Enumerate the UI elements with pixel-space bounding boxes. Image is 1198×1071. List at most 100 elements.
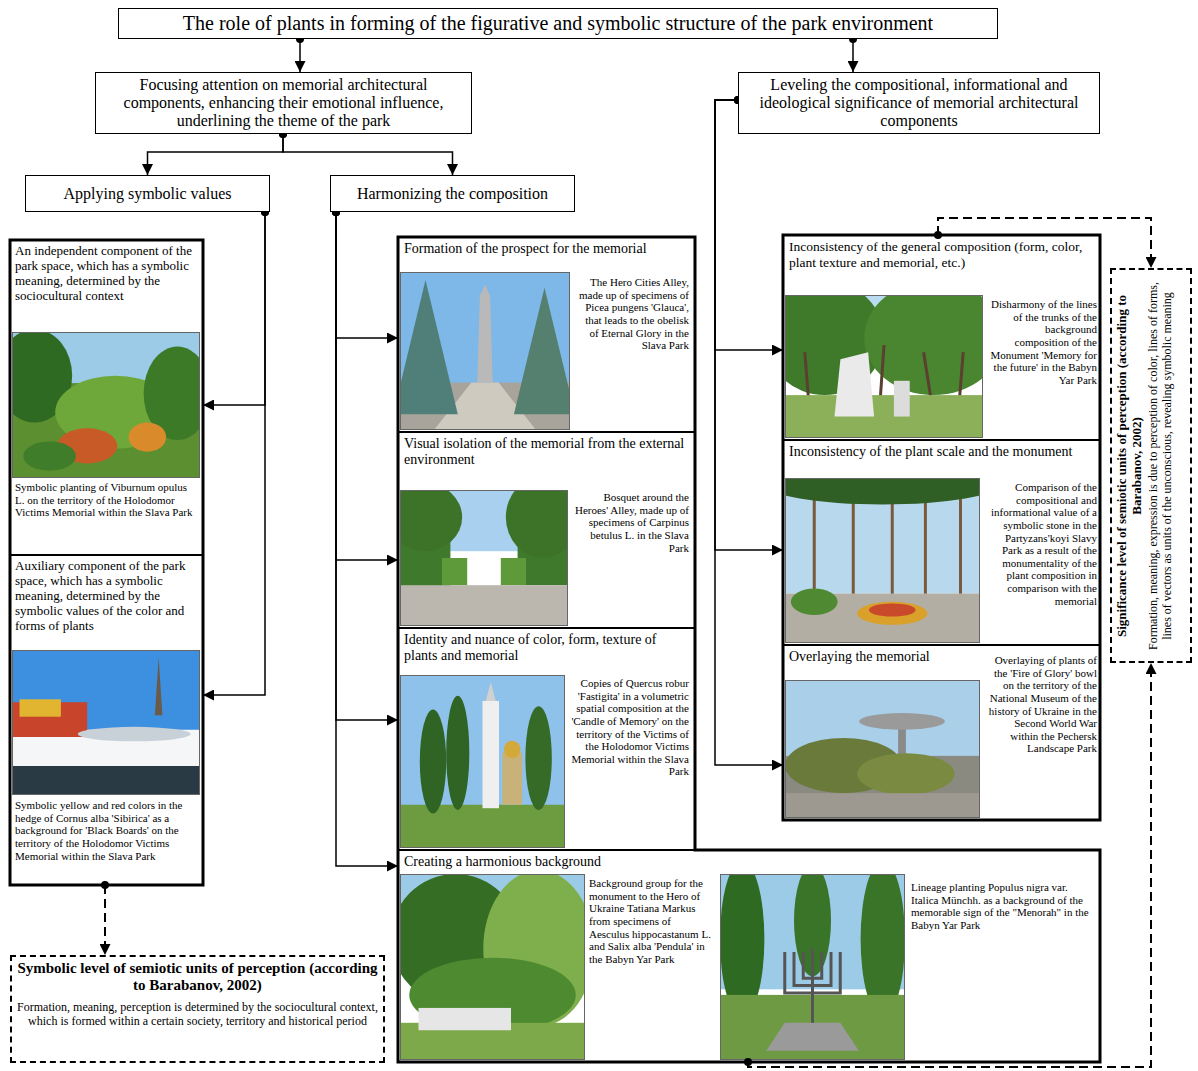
section-panel: Inconsistency of the general composition… [783, 235, 1100, 440]
box-label: Focusing attention on memorial architect… [100, 76, 467, 131]
dashed-note-box: Significance level of semiotic units of … [1110, 268, 1192, 663]
note-body: Formation, meaning, expression is due to… [1146, 274, 1174, 657]
photo-caption: Overlaying of plants of the 'Fire of Glo… [984, 654, 1097, 755]
method-box: Applying symbolic values [25, 175, 270, 212]
note-heading: Symbolic level of semiotic units of perc… [17, 960, 378, 995]
box-label: Leveling the compositional, informationa… [743, 76, 1095, 131]
connector [852, 39, 854, 72]
section-panel: Overlaying the memorial Overlaying of pla… [783, 645, 1100, 820]
section-panel: Auxiliary component of the park space, w… [10, 555, 203, 885]
photo-caption: Bosquet around the Heroes' Alley, made u… [573, 491, 689, 554]
photo-frame [786, 296, 983, 438]
photo-shape [400, 585, 568, 626]
connector [299, 39, 301, 72]
photo-shape [420, 710, 446, 814]
photo-caption: Lineage planting Populus nigra var. Ital… [911, 881, 1095, 932]
photo-shape [501, 558, 526, 585]
section-heading: Overlaying the memorial [789, 649, 979, 665]
photo [400, 874, 585, 1060]
photo-shape [446, 696, 469, 810]
photo [785, 478, 980, 643]
photo-caption: Comparison of the compositional and info… [984, 481, 1097, 607]
photo-shape [880, 345, 884, 402]
photo-shape [857, 602, 927, 625]
photo-shape [924, 352, 932, 402]
photo-shape [506, 490, 568, 558]
connector [336, 212, 398, 560]
photo [12, 650, 200, 795]
column-frame [783, 235, 1100, 820]
photo-shape [857, 753, 955, 794]
connector [715, 100, 783, 765]
section-heading: An independent component of the park spa… [15, 244, 198, 304]
photo [785, 295, 983, 438]
branch-box: Leveling the compositional, informationa… [738, 72, 1100, 134]
dashed-note-box: Symbolic level of semiotic units of perc… [10, 955, 385, 1063]
photo-shape [409, 958, 576, 1032]
photo-caption: The Hero Cities Alley, made up of specim… [575, 276, 689, 352]
branch-box: Focusing attention on memorial architect… [95, 72, 472, 134]
connector [336, 212, 398, 866]
method-box: Harmonizing the composition [330, 175, 575, 212]
connector [148, 134, 284, 175]
photo [400, 272, 570, 430]
photo [400, 675, 565, 848]
section-heading: Auxiliary component of the park space, w… [15, 559, 198, 634]
photo-shape [477, 285, 492, 383]
section-panel: Formation of the prospect for the memori… [398, 237, 695, 432]
photo-shape [794, 952, 831, 985]
photo-frame [401, 273, 570, 430]
connector [715, 100, 783, 350]
root-box: The role of plants in forming of the fig… [118, 8, 998, 39]
photo-caption: Symbolic yellow and red colors in the he… [15, 799, 198, 862]
column-frame [398, 237, 1100, 1062]
photo-shape [155, 657, 163, 715]
connector [203, 212, 265, 405]
connector [336, 212, 398, 338]
photo-shape [78, 727, 191, 742]
box-label: Applying symbolic values [30, 185, 265, 203]
photo-shape [525, 706, 551, 810]
photo-frame [401, 676, 565, 848]
connector [336, 212, 398, 720]
section-heading: Formation of the prospect for the memori… [404, 241, 689, 257]
column-frame [10, 240, 203, 885]
photo-frame [786, 479, 980, 643]
photo-shape [785, 793, 980, 818]
photo-shape [20, 699, 61, 716]
photo-shape [835, 352, 875, 416]
section-heading: Creating a harmonious background [404, 854, 804, 870]
box-label: The role of plants in forming of the fig… [123, 12, 993, 35]
section-heading: Identity and nuance of color, form, text… [404, 632, 689, 664]
photo-frame [13, 651, 200, 795]
photo-shape [959, 352, 963, 402]
connector [203, 212, 265, 695]
photo-frame [401, 875, 585, 1060]
note-body: Formation, meaning, perception is determ… [17, 1001, 378, 1029]
photo-frame [13, 333, 200, 478]
section-heading: Visual isolation of the memorial from th… [404, 436, 689, 468]
section-panel: Visual isolation of the memorial from th… [398, 432, 695, 628]
photo-shape [400, 805, 565, 848]
photo-shape [419, 1008, 512, 1030]
photo-frame [786, 681, 980, 818]
connector [283, 134, 453, 175]
photo-shape [791, 589, 838, 615]
photo-shape [785, 478, 980, 504]
connector [104, 885, 106, 955]
section-panel: Identity and nuance of color, form, text… [398, 628, 695, 850]
photo-shape [894, 381, 910, 417]
photo [785, 680, 980, 818]
photo [720, 874, 905, 1060]
photo-shape [23, 442, 76, 471]
photo-shape [805, 352, 809, 402]
photo-shape [502, 753, 522, 805]
photo-caption: Disharmony of the lines of the trunks of… [988, 298, 1097, 386]
photo [400, 490, 568, 626]
photo [12, 332, 200, 478]
rotated-text-frame: Significance level of semiotic units of … [1112, 270, 1190, 661]
section-heading: Inconsistency of the plant scale and the… [789, 444, 1094, 460]
section-panel: Inconsistency of the plant scale and the… [783, 440, 1100, 645]
